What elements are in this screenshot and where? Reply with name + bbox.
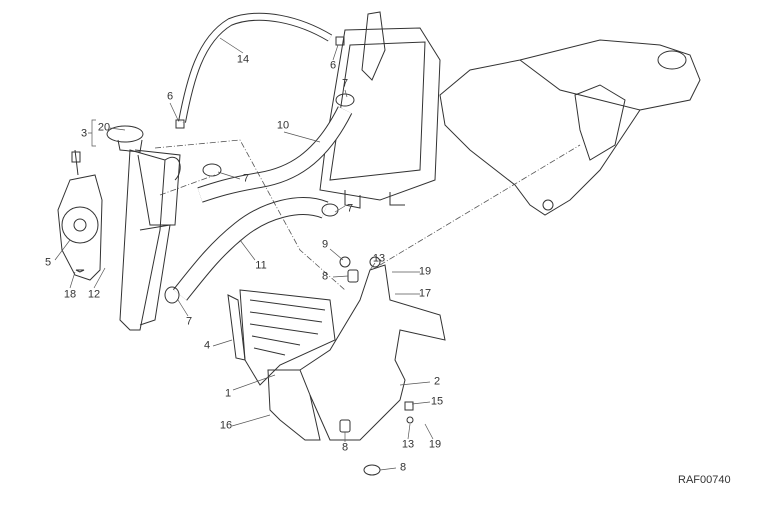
callout-8: 8: [321, 270, 329, 283]
callout-16: 16: [219, 419, 233, 432]
callout-6: 6: [166, 90, 174, 103]
reference-code: RAF00740: [678, 474, 731, 486]
callout-8: 8: [399, 461, 407, 474]
callout-6: 6: [329, 59, 337, 72]
leader-lines: [54, 37, 434, 471]
callout-13: 13: [401, 438, 415, 451]
callout-8: 8: [341, 441, 349, 454]
callout-9: 9: [321, 238, 329, 251]
callout-12: 12: [87, 288, 101, 301]
callout-3: 3: [80, 127, 88, 140]
callout-17: 17: [418, 287, 432, 300]
callout-7: 7: [346, 202, 354, 215]
callout-7: 7: [341, 77, 349, 90]
fan-part: [57, 149, 103, 281]
frame-part: [439, 39, 701, 216]
callout-19: 19: [418, 265, 432, 278]
callout-19: 19: [428, 438, 442, 451]
callout-10: 10: [276, 119, 290, 132]
callout-14: 14: [236, 53, 250, 66]
callout-7: 7: [185, 315, 193, 328]
callout-5: 5: [44, 256, 52, 269]
small-parts: [75, 36, 414, 476]
callout-13: 13: [372, 252, 386, 265]
hose-10: [197, 106, 353, 203]
callout-20: 20: [97, 121, 111, 134]
radiator-part: [106, 125, 181, 331]
callout-1: 1: [224, 387, 232, 400]
callout-4: 4: [203, 339, 211, 352]
callout-15: 15: [430, 395, 444, 408]
callout-2: 2: [433, 375, 441, 388]
callout-18: 18: [63, 288, 77, 301]
callout-11: 11: [255, 259, 267, 272]
hose-11: [172, 197, 329, 301]
callout-7: 7: [242, 172, 250, 185]
hose-14: [178, 12, 333, 123]
assembly-lines: [154, 139, 581, 291]
air-duct-part: [227, 264, 446, 441]
